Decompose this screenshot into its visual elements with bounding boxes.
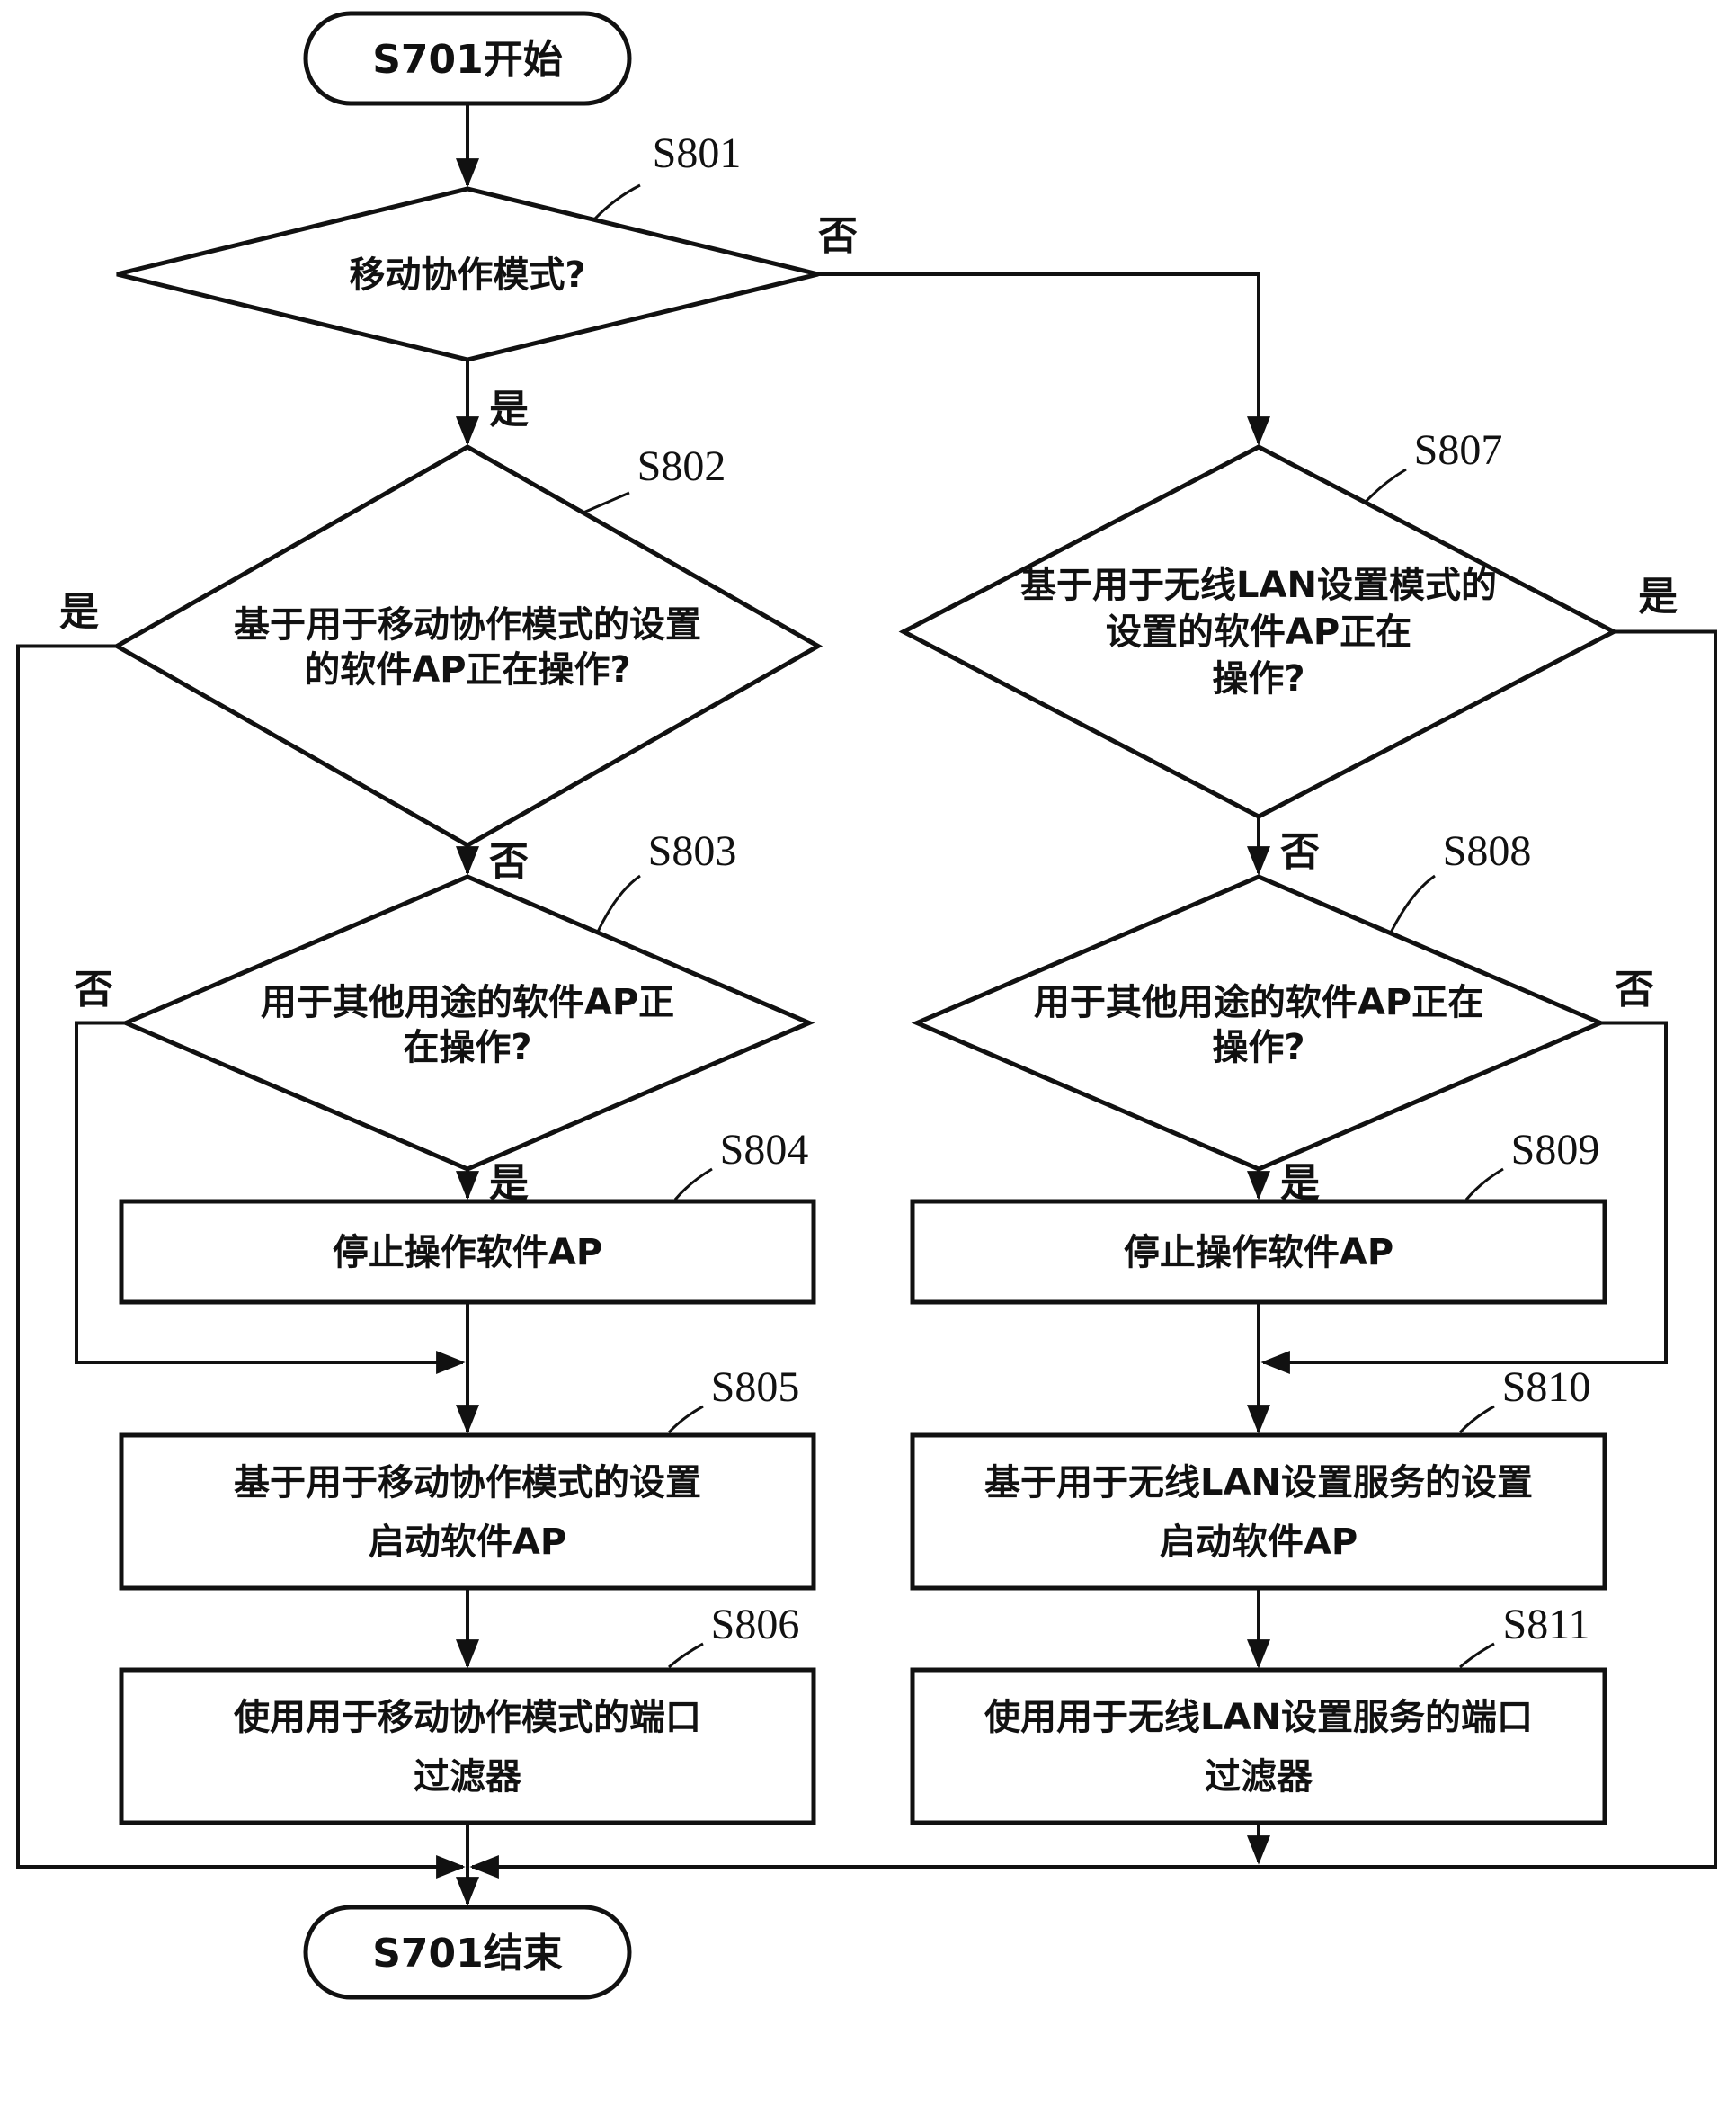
- terminal-start: S701开始: [303, 11, 632, 106]
- decision-s801-shape: [116, 186, 819, 362]
- process-s809-shape: [910, 1199, 1607, 1305]
- branch-label-no-s802: 否: [489, 839, 529, 885]
- branch-label-no-s808: 否: [1615, 967, 1654, 1013]
- terminal-end-shape: [303, 1905, 632, 2000]
- decision-s802: 基于用于移动协作模式的设置 的软件AP正在操作?: [111, 444, 823, 848]
- decision-s808-text-line2: 操作?: [1212, 1027, 1304, 1068]
- branch-labels: 否 是 是 否 否 是 是 否 否 是: [59, 213, 1678, 1206]
- tag-s811: S811: [1503, 1601, 1590, 1648]
- tag-s808: S808: [1443, 827, 1532, 875]
- process-s810-text-line2: 启动软件AP: [1160, 1522, 1358, 1563]
- decision-s807-shape: [898, 444, 1619, 819]
- leader-s808: [1389, 874, 1436, 933]
- process-s810-text-line1: 基于用于无线LAN设置服务的设置: [984, 1462, 1533, 1504]
- connector-s803-no-bypass: [75, 1021, 466, 1374]
- tag-s801: S801: [653, 129, 742, 177]
- decision-s807-text-line3: 操作?: [1212, 658, 1304, 700]
- tag-s807: S807: [1414, 426, 1503, 474]
- branch-label-yes-s807: 是: [1638, 574, 1678, 620]
- leader-s804: [673, 1167, 713, 1200]
- tag-s804: S804: [720, 1126, 809, 1174]
- process-s810-shape: [910, 1432, 1607, 1591]
- tag-s805: S805: [711, 1363, 800, 1411]
- tag-s806: S806: [711, 1601, 800, 1648]
- process-s804-text: 停止操作软件AP: [333, 1232, 602, 1273]
- decision-s807: 基于用于无线LAN设置模式的 设置的软件AP正在 操作?: [898, 444, 1619, 819]
- terminal-end: S701结束: [303, 1905, 632, 2000]
- tag-s802: S802: [637, 442, 726, 490]
- branch-label-yes-s802: 是: [59, 589, 99, 635]
- leader-s811: [1459, 1642, 1495, 1669]
- leader-s807: [1364, 468, 1407, 504]
- decision-s803-text-line1: 用于其他用途的软件AP正: [261, 982, 674, 1023]
- tag-s810: S810: [1502, 1363, 1591, 1411]
- process-s811-shape: [910, 1667, 1607, 1825]
- process-s810: 基于用于无线LAN设置服务的设置 启动软件AP: [910, 1432, 1607, 1591]
- process-s806-text-line1: 使用用于移动协作模式的端口: [234, 1697, 701, 1738]
- process-s806-shape: [119, 1667, 816, 1825]
- tag-s803: S803: [648, 827, 737, 875]
- decision-s803-text-line2: 在操作?: [403, 1027, 531, 1068]
- process-s805: 基于用于移动协作模式的设置 启动软件AP: [119, 1432, 816, 1591]
- leader-s809: [1464, 1167, 1504, 1200]
- connector-s807-yes-right-rail: [469, 629, 1717, 1879]
- decision-s807-text-line1: 基于用于无线LAN设置模式的: [1020, 565, 1497, 606]
- connector-s802-yes-left-rail: [16, 644, 466, 1879]
- leader-s806: [668, 1642, 704, 1669]
- connector-s808-no-bypass: [1260, 1021, 1668, 1374]
- branch-label-no-s801: 否: [818, 213, 858, 259]
- branch-label-yes-s803: 是: [489, 1160, 529, 1206]
- process-s811: 使用用于无线LAN设置服务的端口 过滤器: [910, 1667, 1607, 1825]
- process-s809: 停止操作软件AP: [910, 1199, 1607, 1305]
- process-s804: 停止操作软件AP: [119, 1199, 816, 1305]
- decision-s802-text-line2: 的软件AP正在操作?: [304, 649, 630, 691]
- connectors: [16, 103, 1717, 1906]
- branch-label-yes-s801: 是: [489, 387, 529, 433]
- process-s806: 使用用于移动协作模式的端口 过滤器: [119, 1667, 816, 1825]
- decision-s807-text-line2: 设置的软件AP正在: [1106, 611, 1411, 653]
- process-s811-text-line2: 过滤器: [1205, 1756, 1313, 1798]
- process-s809-text: 停止操作软件AP: [1124, 1232, 1393, 1273]
- decision-s801-text: 移动协作模式?: [349, 254, 585, 296]
- terminal-start-label: S701开始: [372, 37, 563, 83]
- leader-s802: [583, 491, 630, 514]
- process-s804-shape: [119, 1199, 816, 1305]
- process-s806-text-line2: 过滤器: [414, 1756, 522, 1798]
- decision-s808-shape: [911, 874, 1607, 1172]
- process-s805-shape: [119, 1432, 816, 1591]
- branch-label-no-s803: 否: [74, 967, 113, 1013]
- step-tags: S801 S802 S803 S804 S805 S806 S807 S808 …: [583, 129, 1600, 1669]
- leader-s803: [596, 874, 641, 933]
- leader-s810: [1458, 1405, 1495, 1434]
- branch-label-yes-s808: 是: [1280, 1160, 1320, 1206]
- process-s805-text-line2: 启动软件AP: [369, 1522, 566, 1563]
- terminal-end-label: S701结束: [372, 1931, 563, 1977]
- process-s805-text-line1: 基于用于移动协作模式的设置: [234, 1462, 701, 1504]
- decision-s802-shape: [111, 444, 823, 848]
- leader-s805: [667, 1405, 704, 1434]
- terminal-start-shape: [303, 11, 632, 106]
- connector-s801-no-to-s807: [818, 272, 1270, 446]
- decision-s801: 移动协作模式?: [116, 186, 819, 362]
- branch-label-no-s807: 否: [1280, 829, 1320, 875]
- decision-s802-text-line1: 基于用于移动协作模式的设置: [234, 604, 701, 646]
- process-s811-text-line1: 使用用于无线LAN设置服务的端口: [984, 1697, 1533, 1738]
- decision-s808: 用于其他用途的软件AP正在 操作?: [911, 874, 1607, 1172]
- decision-s803-shape: [120, 874, 815, 1172]
- nodes: S701开始 移动协作模式? 基于用于移动协作模式的设置 的软件AP正在操作? …: [111, 11, 1619, 2000]
- tag-s809: S809: [1511, 1126, 1600, 1174]
- decision-s808-text-line1: 用于其他用途的软件AP正在: [1034, 982, 1483, 1023]
- decision-s803: 用于其他用途的软件AP正 在操作?: [120, 874, 815, 1172]
- leader-s801: [592, 183, 641, 221]
